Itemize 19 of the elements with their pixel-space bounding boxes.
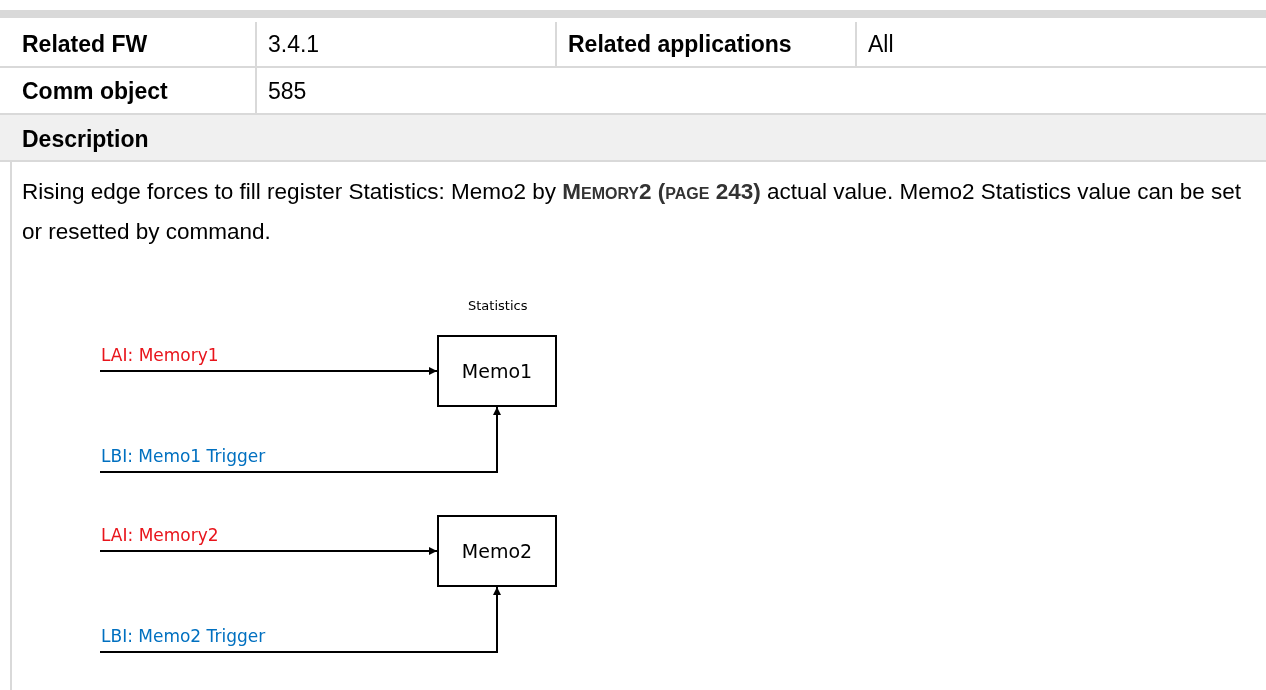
register-box: Memo2	[437, 515, 557, 587]
edge-label: LBI: Memo2 Trigger	[101, 626, 266, 646]
header-cell: Description	[22, 125, 149, 153]
table-cell: 585	[268, 77, 307, 105]
table-cell: 3.4.1	[268, 30, 320, 58]
arrow	[99, 547, 438, 555]
edge-label: LAI: Memory1	[101, 345, 219, 365]
group-heading: Statistics	[468, 298, 528, 313]
edge-label: LAI: Memory2	[101, 525, 219, 545]
arrow	[99, 367, 438, 375]
edge-label: LBI: Memo1 Trigger	[101, 446, 266, 466]
header-cell: Related applications	[568, 30, 792, 58]
table-cell: All	[868, 30, 894, 58]
register-box: Memo1	[437, 335, 557, 407]
header-cell: Related FW	[22, 30, 148, 58]
header-cell: Comm object	[22, 77, 168, 105]
arrow	[99, 406, 501, 473]
arrow	[99, 586, 501, 653]
description-text: Rising edge forces to fill register Statistics: Memo2 by Memory2 (page 243) actual value. Memo2 Statistics value can be set or resetted by command.	[22, 178, 1242, 246]
